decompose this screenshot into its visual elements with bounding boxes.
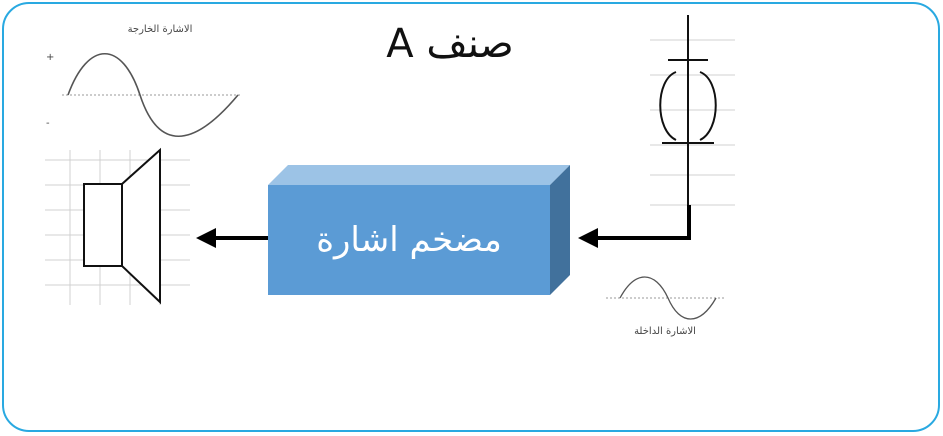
microphone-icon (650, 15, 735, 206)
input-sine-wave (619, 276, 717, 320)
amplifier-block-front (268, 185, 550, 295)
output-graph-plus-label: + (46, 52, 55, 63)
diagram-title: صنف A (386, 21, 514, 67)
input-signal-graph (606, 276, 724, 320)
output-signal-label: الاشارة الخارجة (127, 24, 193, 35)
input-signal-label: الاشارة الداخلة (634, 326, 696, 337)
amplifier-label: مضخم اشارة (316, 220, 502, 260)
amplifier-block-side (550, 165, 570, 295)
amplifier-block-top (268, 165, 570, 185)
amplifier-block (268, 165, 570, 295)
output-arrow (196, 228, 268, 248)
output-sine-wave (67, 53, 239, 137)
speaker-cone (121, 147, 161, 305)
microphone-grid (650, 39, 735, 206)
output-graph-minus-label: - (46, 118, 50, 129)
output-signal-graph (62, 53, 240, 137)
input-arrow (578, 205, 691, 248)
microphone-body (659, 71, 717, 141)
speaker-magnet (83, 183, 123, 267)
speaker-icon (45, 147, 190, 305)
